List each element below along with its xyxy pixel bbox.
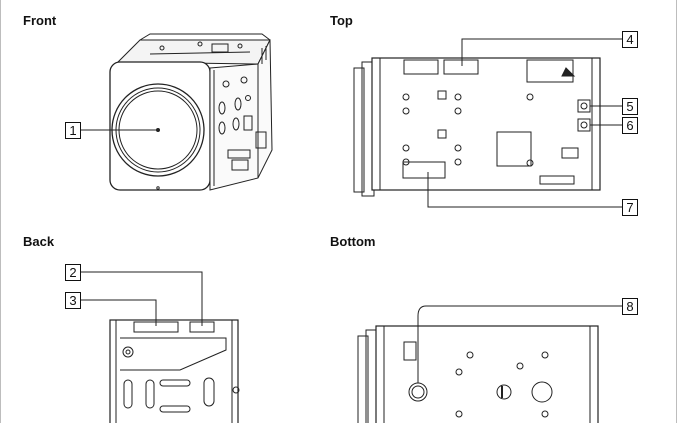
callout-3: 3 bbox=[65, 292, 81, 309]
callout-7: 7 bbox=[622, 199, 638, 216]
front-view-camera-drawing bbox=[80, 33, 273, 191]
bottom-view-drawing bbox=[357, 305, 622, 423]
left-border bbox=[0, 0, 1, 423]
back-view-title: Back bbox=[23, 234, 55, 249]
callout-8: 8 bbox=[622, 298, 638, 315]
callout-6: 6 bbox=[622, 117, 638, 134]
back-view-drawing bbox=[80, 271, 240, 423]
top-view-drawing bbox=[353, 38, 622, 208]
callout-4: 4 bbox=[622, 31, 638, 48]
callout-2: 2 bbox=[65, 264, 81, 281]
bottom-view-title: Bottom bbox=[330, 234, 376, 249]
top-view-title: Top bbox=[330, 13, 353, 28]
callout-5: 5 bbox=[622, 98, 638, 115]
front-view-title: Front bbox=[23, 13, 57, 28]
callout-1: 1 bbox=[65, 122, 81, 139]
